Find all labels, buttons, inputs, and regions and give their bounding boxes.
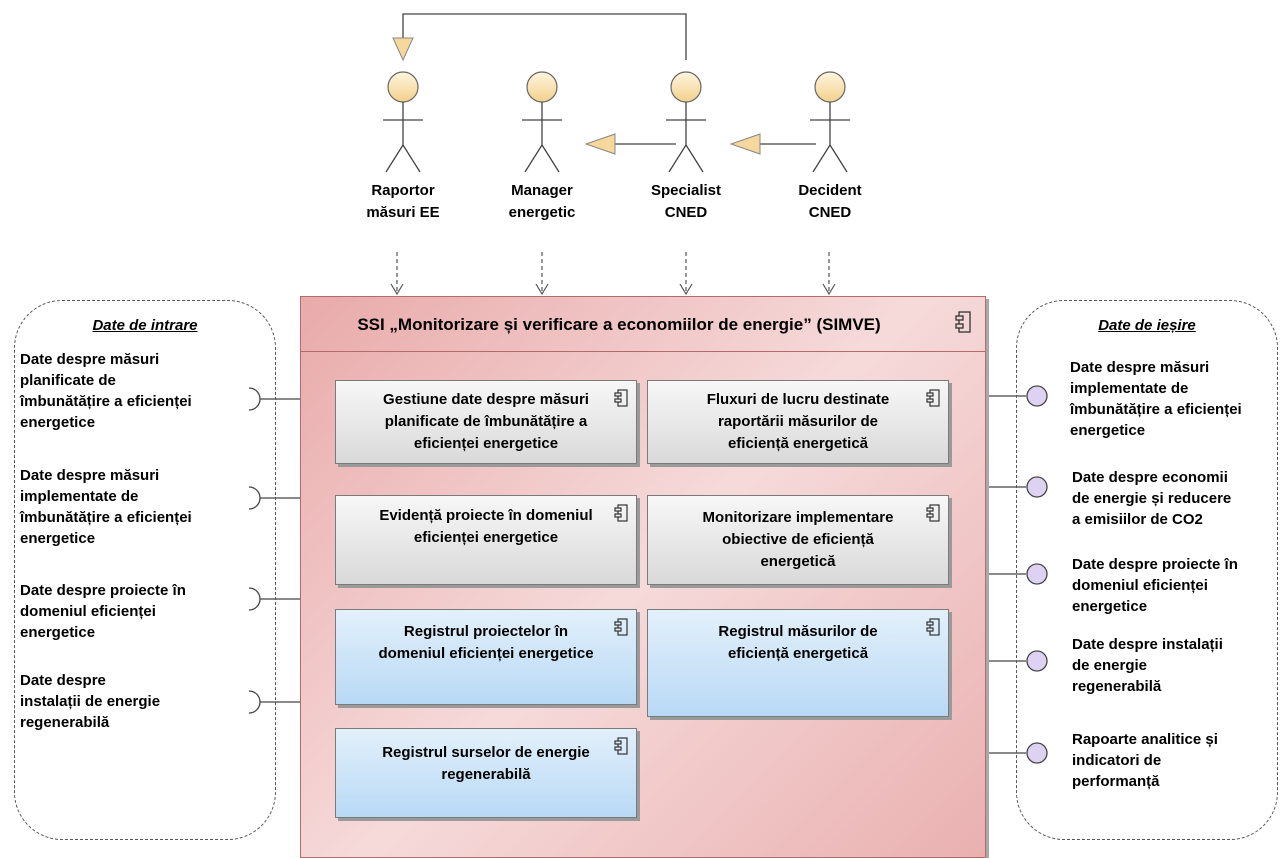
actor-dependency-arrows: [390, 252, 836, 296]
generalization-decident-specialist: [729, 133, 816, 155]
stick-figure-icon: [383, 71, 423, 173]
outputs-title: Date de ieșire: [1098, 317, 1196, 334]
required-interfaces: [248, 387, 300, 714]
stick-figure-icon: [666, 71, 706, 173]
component-icon: [926, 618, 940, 636]
provided-interfaces: [984, 385, 1048, 764]
generalization-specialist-manager: [584, 133, 676, 155]
system-divider: [301, 351, 985, 352]
inputs-title: Date de intrare: [92, 317, 198, 334]
component-icon: [955, 311, 971, 333]
system-boundary[interactable]: SSI „Monitorizare și verificare a econom…: [300, 296, 986, 858]
component-icon: [614, 389, 628, 407]
component-icon: [926, 389, 940, 407]
generalization-specialist-raportor: [392, 13, 687, 62]
stick-figure-icon: [522, 71, 562, 173]
inputs-group: Date de intrare: [14, 300, 276, 840]
component-icon: [926, 504, 940, 522]
component-icon: [614, 618, 628, 636]
component-icon: [614, 504, 628, 522]
stick-figure-icon: [810, 71, 850, 173]
component-icon: [614, 737, 628, 755]
outputs-group: Date de ieșire: [1016, 300, 1278, 840]
system-title: SSI „Monitorizare și verificare a econom…: [357, 315, 881, 334]
